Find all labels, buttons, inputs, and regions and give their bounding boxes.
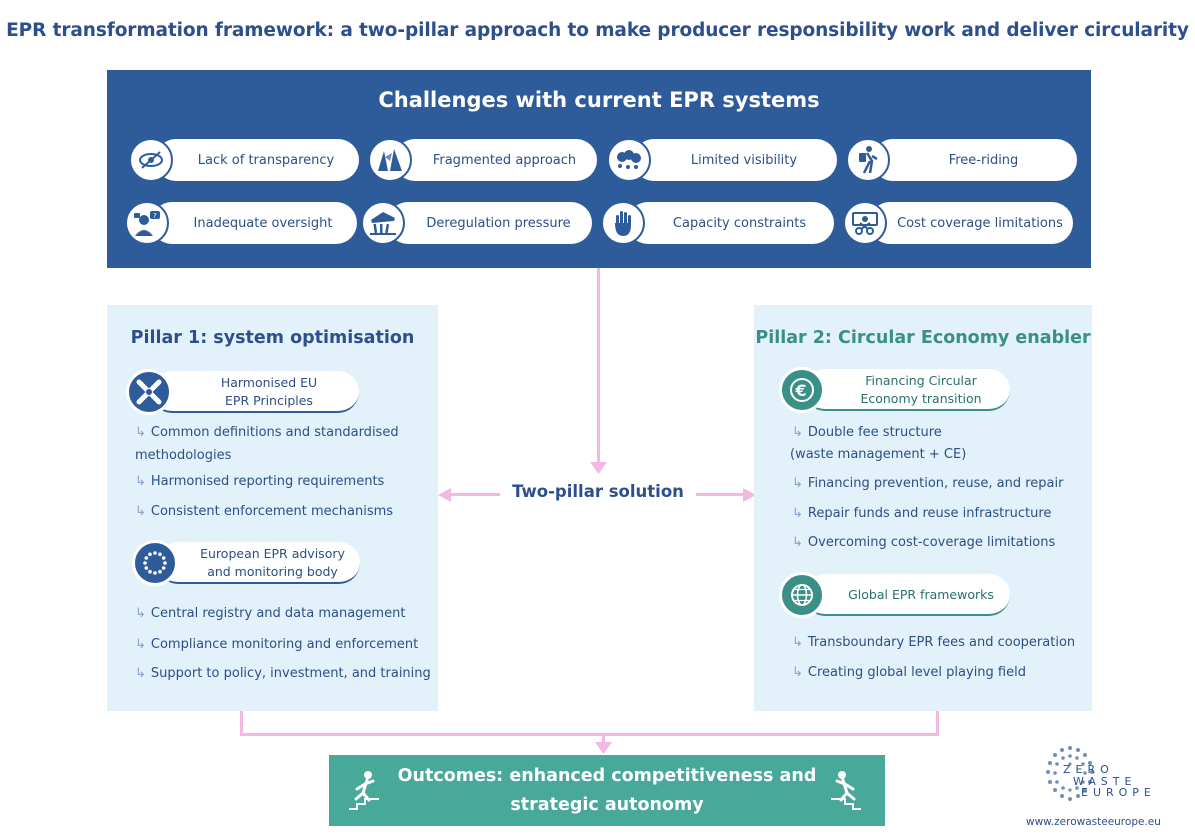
pillar-1-title: Pillar 1: system optimisation: [130, 328, 415, 348]
eu-stars-icon: [143, 551, 167, 575]
challenge-label: Capacity constraints: [672, 215, 807, 231]
challenge-label: Cost coverage limitations: [897, 215, 1063, 231]
challenge-chip: Fragmented approach: [368, 138, 597, 182]
challenge-chip: Capacity constraints: [601, 201, 834, 245]
bullet-item: ↳Support to policy, investment, and trai…: [135, 666, 431, 681]
svg-text:?: ?: [153, 212, 157, 220]
page-title: EPR transformation framework: a two-pill…: [6, 20, 1189, 41]
collapsing-building-icon: [361, 201, 405, 245]
fog-clouds-icon: [607, 138, 651, 182]
bullet-item: ↳Repair funds and reuse infrastructure: [792, 506, 1052, 521]
bullet-item: ↳Central registry and data management: [135, 606, 406, 621]
bullet-item: ↳Compliance monitoring and enforcement: [135, 637, 419, 652]
bullet-item-continuation: (waste management + CE): [790, 447, 967, 462]
challenges-heading: Challenges with current EPR systems: [378, 88, 820, 112]
bullet-item: ↳Common definitions and standardised: [135, 425, 399, 440]
challenge-label: Deregulation pressure: [426, 215, 571, 231]
broken-shards-icon: [368, 138, 412, 182]
bullet-item: ↳Overcoming cost-coverage limitations: [792, 535, 1056, 550]
climbing-stairs-icon: [831, 771, 861, 810]
eye-slash-icon: [129, 138, 173, 182]
connector-pillar1-down: [240, 711, 243, 735]
bullet-item: ↳Consistent enforcement mechanisms: [135, 504, 394, 519]
euro-icon: €: [779, 367, 825, 413]
connector-bottom-horizontal: [240, 733, 939, 736]
arrow-right-icon: [743, 488, 756, 502]
runner-bag-icon: [846, 138, 890, 182]
bullet-item: ↳Harmonised reporting requirements: [135, 474, 385, 489]
challenge-chip: Deregulation pressure: [361, 201, 592, 245]
connector-vertical-top: [597, 268, 600, 466]
bullet-item: ↳Financing prevention, reuse, and repair: [792, 476, 1064, 491]
arrow-left-icon: [438, 488, 451, 502]
connector-right: [694, 493, 744, 496]
bullet-item: ↳Creating global level playing field: [792, 665, 1026, 680]
arrow-down-icon: [595, 742, 612, 754]
puzzle-cross-icon: [126, 369, 172, 415]
bullet-item-continuation: methodologies: [135, 448, 232, 463]
two-pillar-solution-label: Two-pillar solution: [500, 482, 696, 501]
challenge-label: Free-riding: [948, 152, 1019, 168]
person-question-icon: ?: [125, 201, 169, 245]
climbing-stairs-icon: [349, 771, 379, 810]
stop-hand-icon: [601, 201, 645, 245]
connector-pillar2-down: [936, 711, 939, 735]
bullet-item: ↳Transboundary EPR fees and cooperation: [792, 635, 1076, 650]
pillar-2-panel: Pillar 2: Circular Economy enabler € Fin…: [754, 305, 1092, 711]
pillar-1-panel: Pillar 1: system optimisation Harmonised…: [107, 305, 438, 711]
connector-left: [450, 493, 502, 496]
zero-waste-europe-logo-text: ZERO WASTE EUROPE: [1063, 763, 1156, 800]
pillar-2-group-label: Global EPR frameworks: [848, 586, 994, 602]
website-url[interactable]: www.zerowasteeurope.eu: [1026, 816, 1161, 828]
bullet-item: ↳Double fee structure: [792, 425, 942, 440]
challenge-chip: Lack of transparency: [129, 138, 359, 182]
svg-text:€: €: [795, 381, 807, 400]
arrow-down-icon: [590, 462, 607, 474]
zero-waste-europe-logo-dots: [1046, 746, 1094, 801]
eu-stars-icon: [132, 540, 178, 586]
pillar-2-title: Pillar 2: Circular Economy enabler: [755, 328, 1091, 348]
globe-icon: [779, 572, 825, 618]
challenge-label: Inadequate oversight: [193, 215, 333, 231]
challenge-chip: Cost coverage limitations: [843, 201, 1073, 245]
challenge-label: Limited visibility: [690, 152, 798, 168]
connector-to-outcomes: [602, 733, 605, 743]
challenges-panel: Challenges with current EPR systems Lack…: [107, 70, 1091, 268]
challenge-label: Fragmented approach: [432, 152, 577, 168]
challenge-chip: Free-riding: [846, 138, 1077, 182]
challenge-chip: ? Inadequate oversight: [125, 201, 357, 245]
pillar-2-group-chip: Global EPR frameworks: [779, 572, 1010, 618]
money-scissors-icon: [843, 201, 887, 245]
challenge-label: Lack of transparency: [197, 152, 335, 168]
challenge-chip: Limited visibility: [607, 138, 837, 182]
